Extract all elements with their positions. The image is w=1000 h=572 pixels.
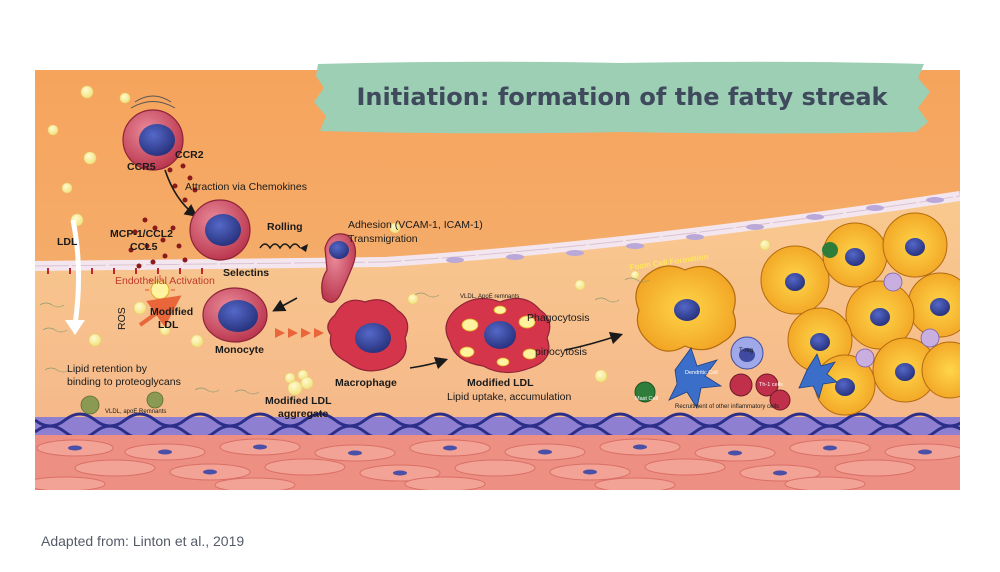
foam-cell-arrow — [564, 331, 624, 351]
differentiation-arrows — [275, 328, 324, 338]
foam-cell — [635, 265, 736, 352]
retention-arrow — [70, 219, 82, 326]
smooth-muscle-layer — [35, 435, 960, 490]
immune-cells — [634, 336, 791, 411]
label-vldl-left: VLDL, apoE Remnants — [105, 409, 166, 415]
label-modified-ldl-aggregate-1: Modified LDL — [265, 395, 332, 407]
source-caption: Adapted from: Linton et al., 2019 — [41, 533, 245, 549]
label-lipid-retention-2: binding to proteoglycans — [67, 376, 181, 388]
label-endothelial-activation: Endothelial Activation — [115, 275, 215, 287]
label-treg: T-reg — [739, 348, 753, 354]
uptake-arrow — [409, 356, 449, 370]
slide-title: Initiation: formation of the fatty strea… — [356, 83, 888, 111]
selectin-markers — [47, 268, 203, 274]
label-selectins: Selectins — [223, 267, 269, 279]
label-attraction: Attraction via Chemokines — [185, 181, 307, 193]
foam-cell-cluster — [760, 212, 960, 416]
endothelium — [35, 191, 960, 271]
label-macrophage: Macrophage — [335, 377, 397, 389]
label-adhesion-1: Adhesion (VCAM-1, ICAM-1) — [348, 219, 483, 231]
label-dendritic-cell: Dendritic Cell — [685, 370, 718, 376]
label-phagocytosis: Phagocytosis — [527, 312, 589, 324]
vldl-particles — [80, 391, 164, 415]
label-ldl: LDL — [57, 236, 78, 248]
label-monocyte: Monocyte — [215, 344, 264, 356]
label-mast-cell: Mast Cell — [635, 396, 658, 402]
label-th1-cells: Th-1 cells — [759, 382, 783, 388]
ldl-particles — [47, 85, 771, 396]
label-lipid-retention-1: Lipid retention by — [67, 363, 148, 375]
label-mcp1: MCP-1/CCL2 — [110, 228, 173, 240]
label-ros: ROS — [116, 307, 128, 330]
title-banner — [314, 61, 930, 134]
label-modified-ldl-1: Modified — [150, 306, 193, 318]
macrophage — [327, 299, 409, 372]
elastic-lamina — [35, 412, 960, 440]
monocyte-intima — [202, 287, 268, 343]
label-modified-ldl-center: Modified LDL — [467, 377, 534, 389]
label-ccr5: CCR5 — [127, 161, 156, 173]
monocyte-rolling — [189, 199, 308, 261]
proteoglycan-fibrils — [39, 277, 650, 395]
transmigration-arrow — [272, 297, 298, 312]
label-rolling: Rolling — [267, 221, 303, 233]
label-lipid-uptake: Lipid uptake, accumulation — [447, 391, 571, 403]
monocyte-transmigrating — [321, 233, 357, 303]
label-ccl5: CCL5 — [130, 241, 158, 253]
chemokine-arrow — [164, 169, 198, 217]
label-modified-ldl-2: LDL — [158, 319, 179, 331]
label-pinocytosis: pinocytosis — [535, 346, 587, 358]
label-recruitment: Recruitment of other inflammatory cells — [675, 404, 779, 410]
label-vldl-top: VLDL, ApoE remnants — [460, 294, 519, 300]
monocyte-circulating — [122, 95, 184, 171]
atherosclerosis-diagram: LDL CCR5 CCR2 Attraction via Chemokines … — [35, 70, 960, 490]
chemokine-dots — [128, 163, 198, 269]
label-modified-ldl-aggregate-2: aggregate — [278, 408, 328, 420]
label-ccr2: CCR2 — [175, 149, 204, 161]
label-adhesion-2: Transmigration — [348, 233, 418, 245]
macrophage-lipid-laden — [445, 297, 551, 374]
